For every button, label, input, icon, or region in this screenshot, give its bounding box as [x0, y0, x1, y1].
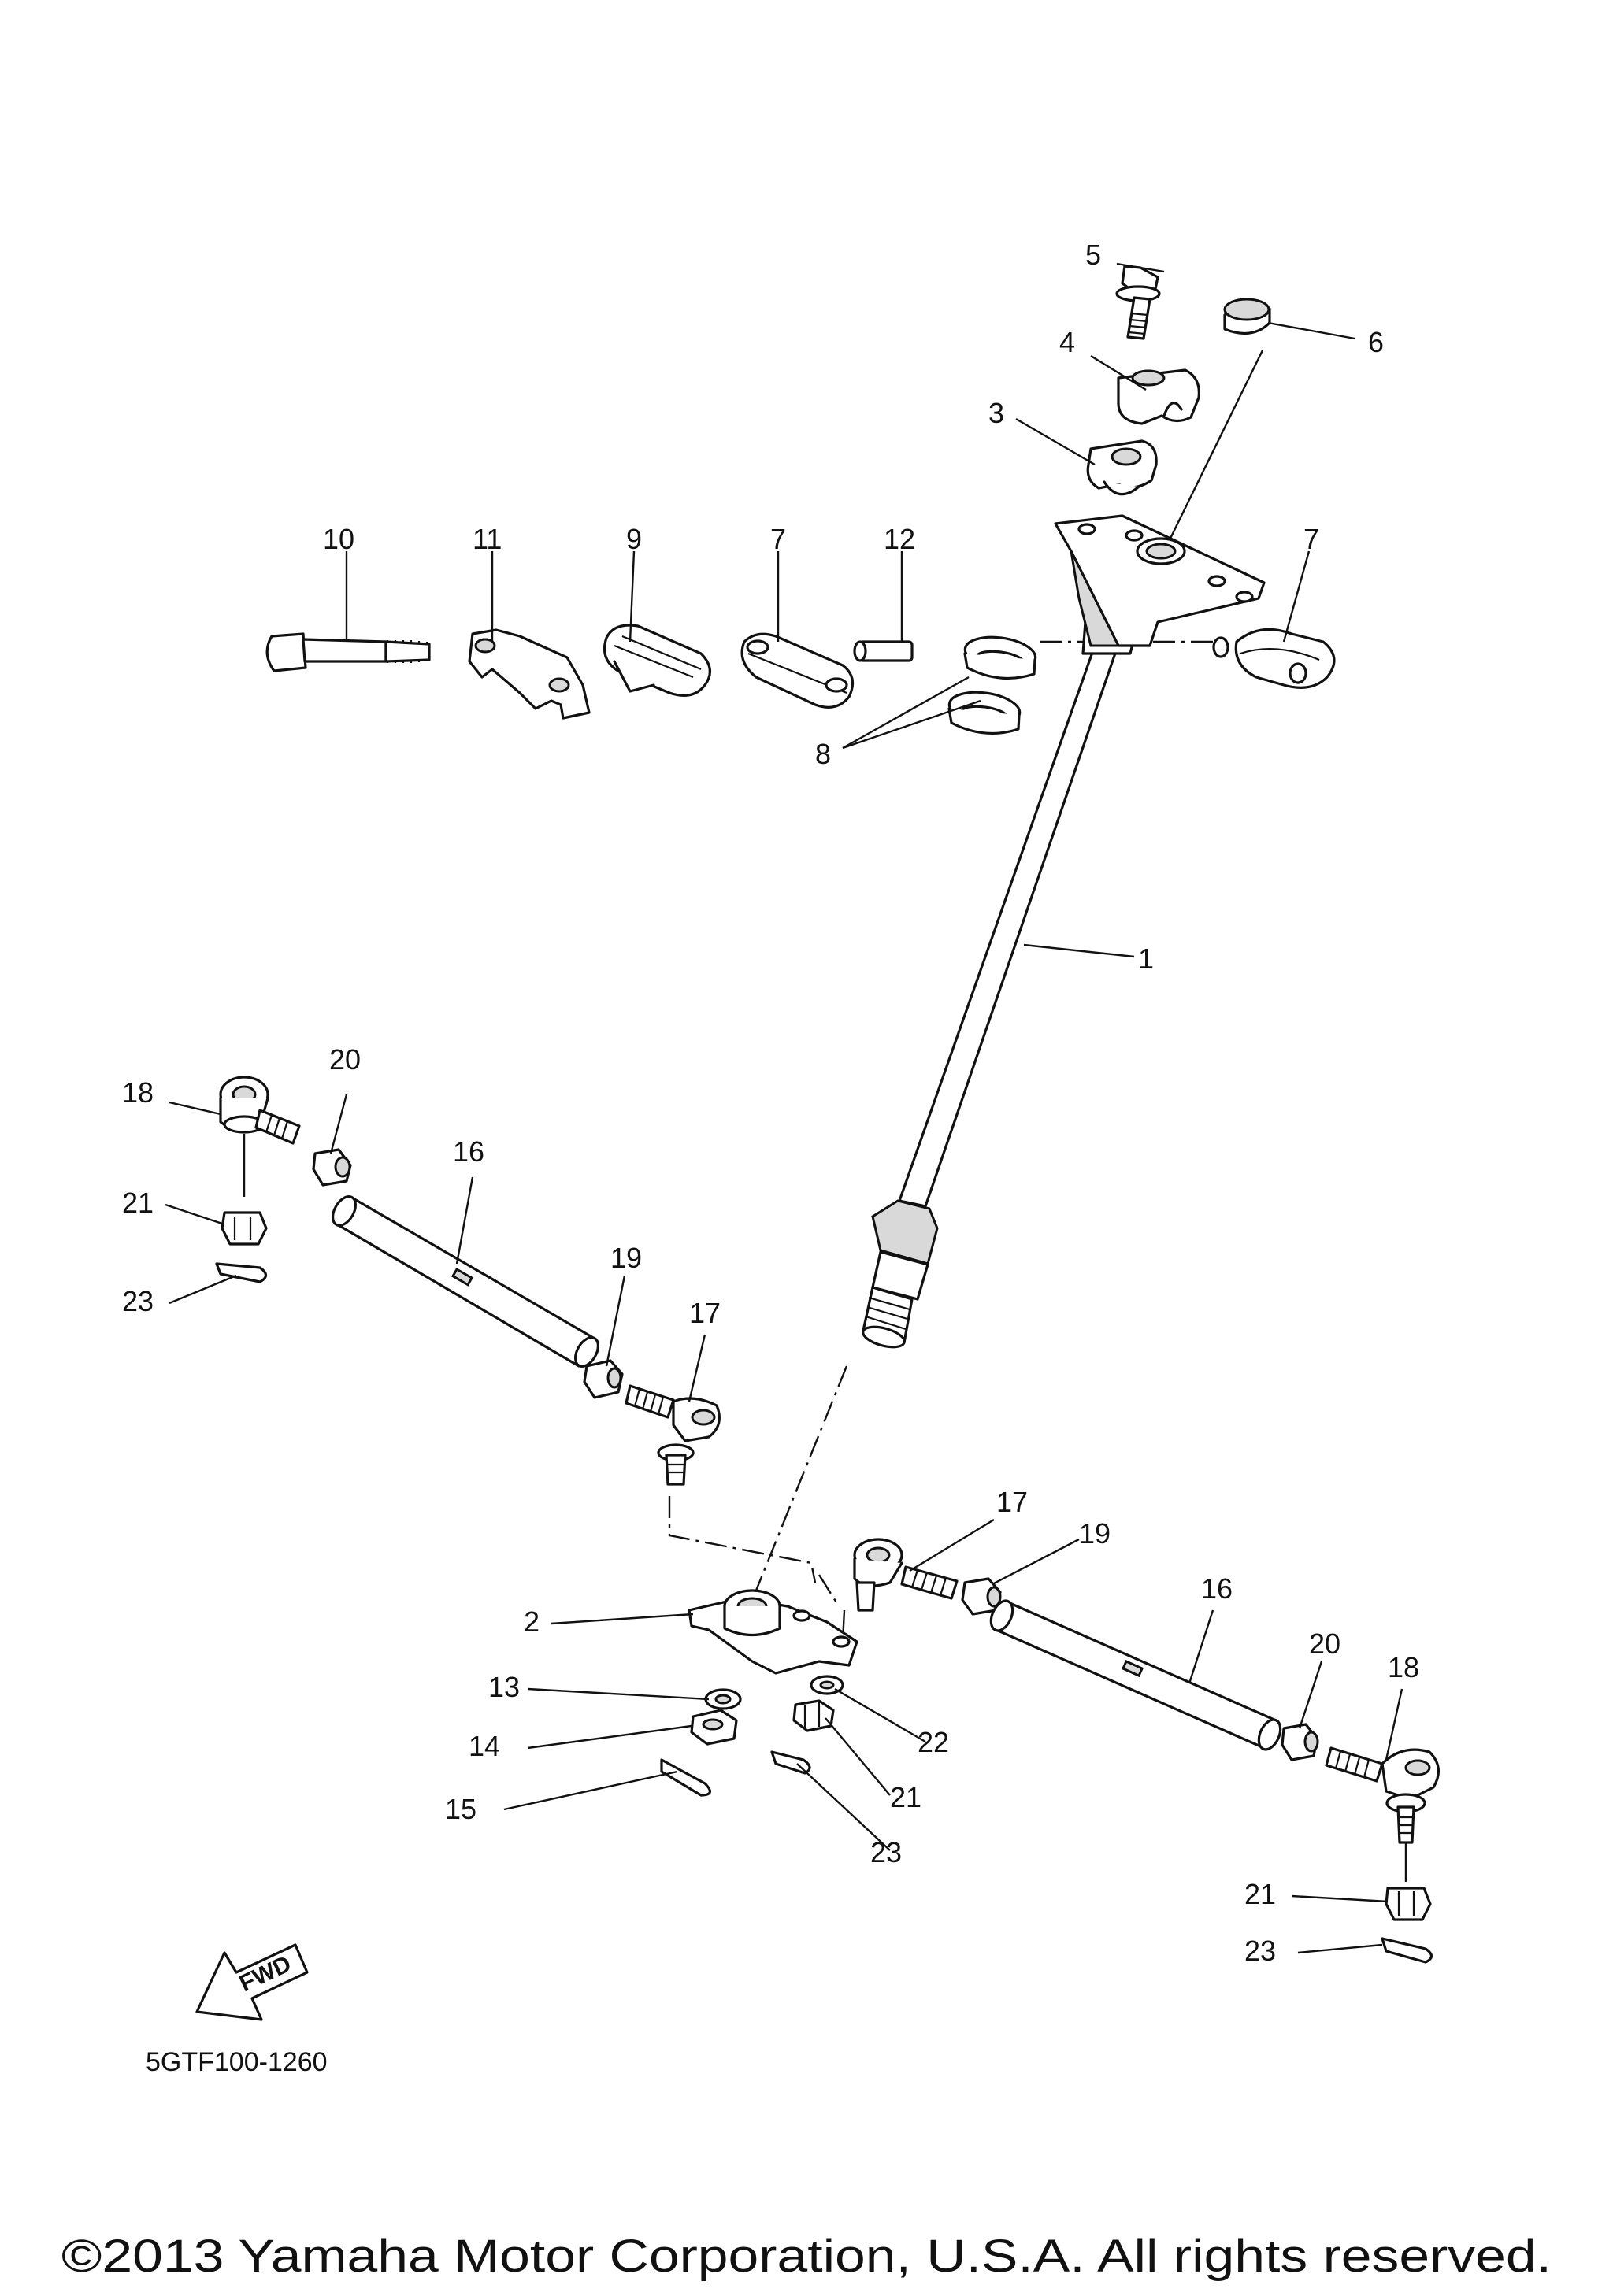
callout-17-left: 17 [689, 1297, 721, 1329]
callout-9: 9 [626, 523, 642, 555]
callout-23-center: 23 [870, 1836, 902, 1868]
tie-rod-16-left [331, 1195, 600, 1368]
leader-lines [165, 262, 1403, 1954]
callout-20-left: 20 [329, 1043, 361, 1076]
callout-22: 22 [918, 1726, 949, 1758]
washer-13 [704, 1688, 742, 1710]
spring-clip-9 [603, 624, 711, 697]
callout-21-center: 21 [890, 1781, 921, 1813]
shaft-bushing-7-right [1212, 628, 1336, 689]
flange-bolt-5 [1115, 265, 1161, 340]
shaft-holder-3 [1086, 439, 1158, 496]
callout-1: 1 [1138, 942, 1154, 975]
oil-seals-8 [947, 635, 1037, 735]
callout-4: 4 [1059, 326, 1075, 358]
callout-20-right: 20 [1309, 1628, 1340, 1660]
callout-7-right: 7 [1303, 523, 1319, 555]
callout-13: 13 [488, 1671, 520, 1703]
tie-rod-end-18-right [1325, 1746, 1440, 1882]
upper-holder [1054, 514, 1266, 647]
tie-rod-end-17-right [853, 1538, 959, 1612]
callout-14: 14 [469, 1730, 500, 1762]
callout-12: 12 [884, 523, 915, 555]
callout-3: 3 [988, 397, 1004, 429]
diagram-code: 5GTF100-1260 [146, 2047, 328, 2077]
pin-12 [853, 640, 914, 662]
callout-17-right: 17 [996, 1486, 1028, 1518]
callout-6: 6 [1368, 326, 1384, 358]
callout-11: 11 [473, 523, 502, 555]
nut-14 [690, 1709, 738, 1746]
nut-19-left [583, 1359, 624, 1399]
callout-18-left: 18 [122, 1076, 154, 1109]
callout-10: 10 [323, 523, 354, 555]
callout-18-right: 18 [1388, 1651, 1419, 1683]
nut-20-left [312, 1148, 352, 1187]
forward-direction-arrow: FWD [195, 1943, 309, 2021]
alignment-lines [668, 350, 1264, 1642]
callout-2: 2 [524, 1605, 540, 1638]
nut-21-right [1385, 1887, 1432, 1921]
cotter-pin-23-left [215, 1262, 268, 1283]
shaft-holder-4 [1117, 368, 1200, 425]
callout-16-left: 16 [453, 1135, 484, 1168]
callout-numbers: 5 6 4 3 10 11 9 7 12 7 8 1 18 20 16 21 2… [122, 239, 1419, 1967]
callout-16-right: 16 [1201, 1572, 1233, 1605]
callout-23-right: 23 [1244, 1935, 1276, 1967]
cotter-pin-15 [660, 1758, 711, 1797]
copyright-notice: ©2013 Yamaha Motor Corporation, U.S.A. A… [61, 2231, 1552, 2282]
tie-rod-16-right [989, 1599, 1282, 1751]
steering-shaft [862, 620, 1140, 1349]
callout-23-left: 23 [122, 1285, 154, 1317]
callout-15: 15 [445, 1793, 476, 1825]
nut-20-right [1281, 1723, 1319, 1761]
callout-21-left: 21 [122, 1187, 154, 1219]
callout-19-right: 19 [1079, 1517, 1111, 1550]
callout-21-right: 21 [1244, 1878, 1276, 1910]
nut-21-center [792, 1699, 835, 1732]
callout-19-left: 19 [610, 1242, 642, 1274]
callout-8: 8 [815, 738, 831, 770]
shaft-bushing-7-left [740, 632, 855, 709]
cap-6 [1223, 298, 1271, 335]
callout-5: 5 [1085, 239, 1101, 271]
pitman-arm-2 [688, 1589, 858, 1675]
bolt-10 [265, 632, 431, 672]
tie-rod-end-18-left [219, 1076, 301, 1197]
callout-7-left: 7 [770, 523, 786, 555]
lock-washer-11 [468, 628, 591, 720]
tie-rod-end-17-left [625, 1384, 721, 1486]
cotter-pin-23-right [1381, 1937, 1433, 1964]
nut-21-left [221, 1211, 268, 1246]
